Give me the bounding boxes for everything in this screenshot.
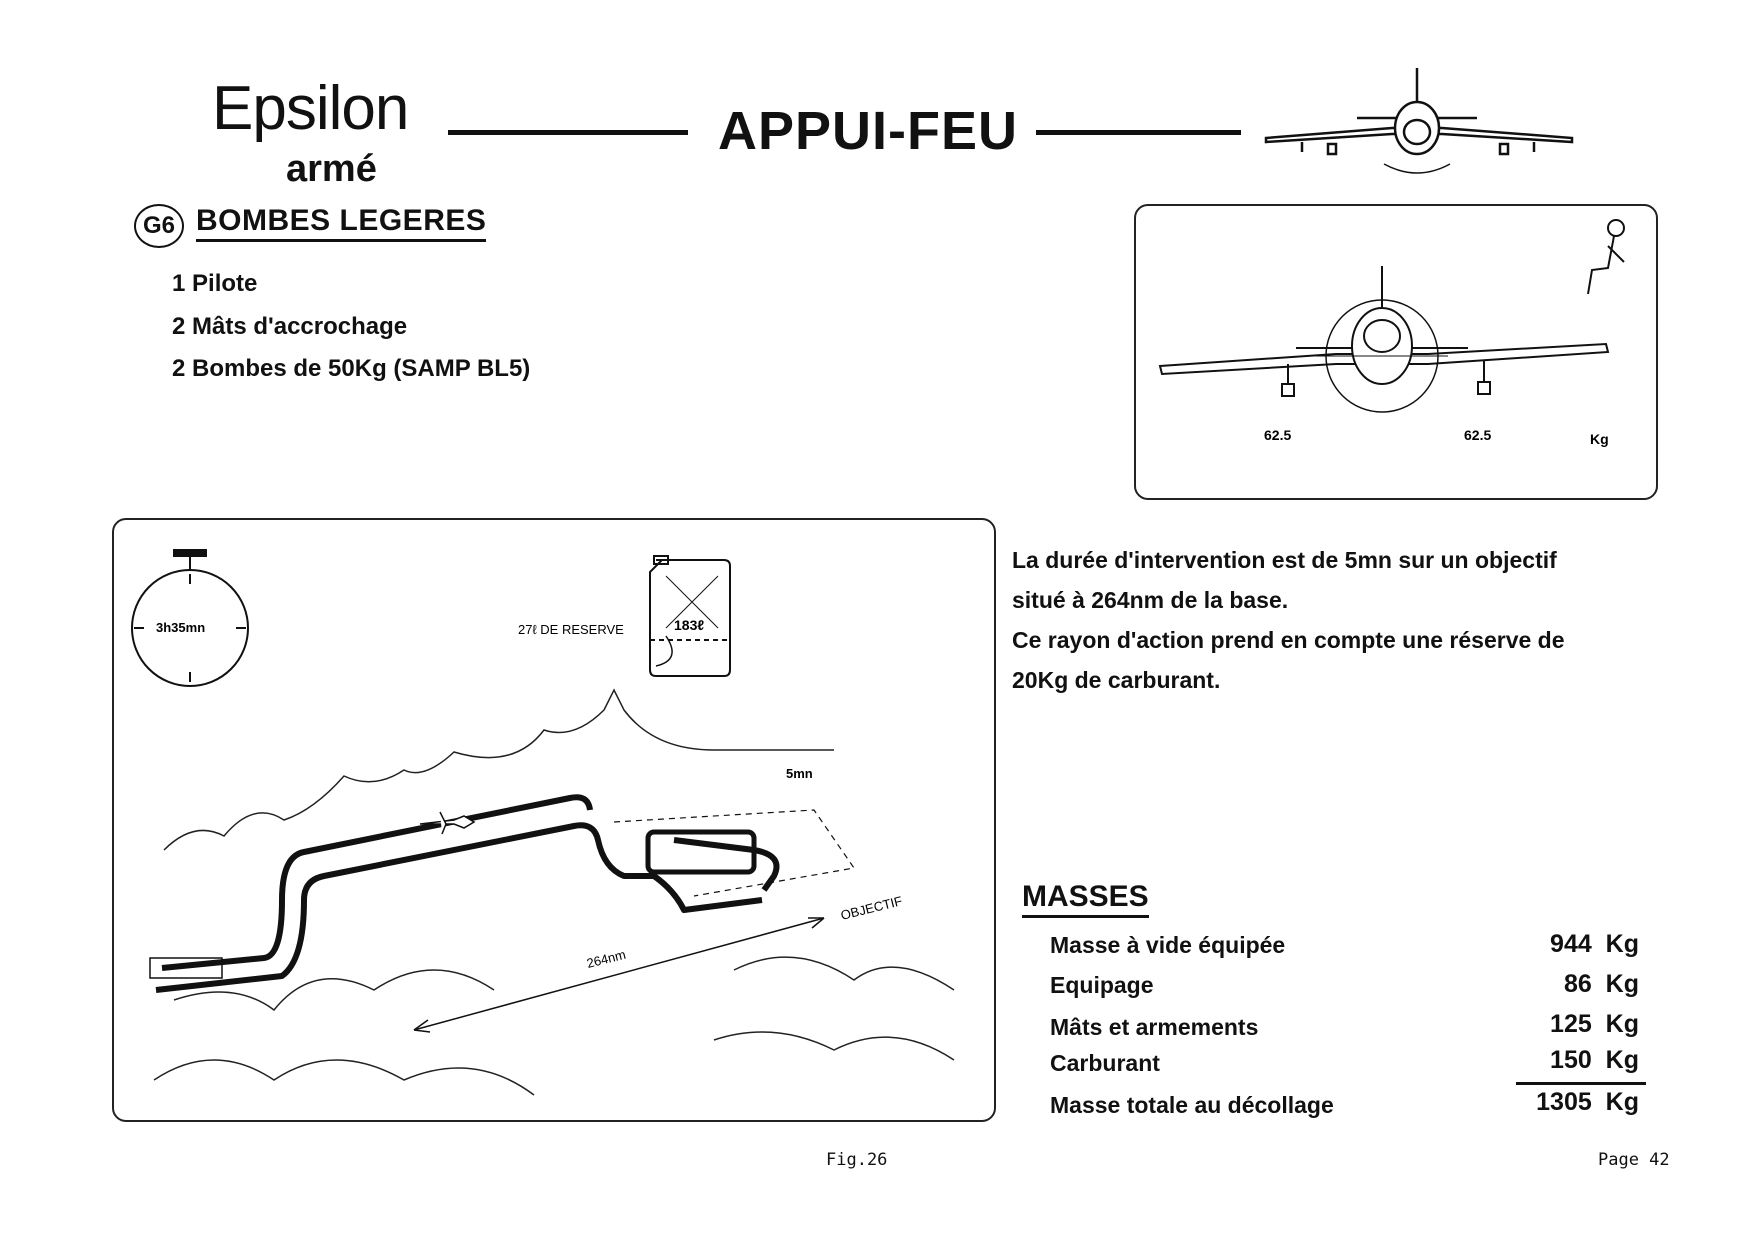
mission-description: La durée d'intervention est de 5mn sur u…	[1012, 540, 1652, 700]
mass-row-value: 86 Kg	[1563, 970, 1639, 998]
section-code-badge: G6	[134, 204, 184, 248]
objective-label: OBJECTIF	[839, 893, 904, 923]
mission-profile-diagram: 3h35mn 183ℓ 27ℓ DE RESERVE	[131, 549, 955, 1096]
equipment-item: 2 Bombes de 50Kg (SAMP BL5)	[172, 355, 531, 382]
total-rule	[1516, 1082, 1646, 1085]
mass-row-label: Carburant	[1050, 1050, 1160, 1076]
load-diagram-panel: 62.5 62.5 Kg	[1134, 204, 1658, 500]
mission-time-label: 3h35mn	[156, 620, 205, 635]
mass-row-value: 944 Kg	[1550, 930, 1639, 958]
description-line: 20Kg de carburant.	[1012, 667, 1221, 693]
reserve-label: 27ℓ DE RESERVE	[518, 622, 624, 637]
page-number: Page 42	[1598, 1150, 1670, 1170]
flight-track	[155, 794, 780, 993]
mass-total-label: Masse totale au décollage	[1050, 1092, 1334, 1118]
masses-title: MASSES	[1022, 880, 1149, 918]
mass-row-value: 125 Kg	[1550, 1010, 1639, 1038]
right-load-label: 62.5	[1464, 427, 1491, 443]
time-on-target-label: 5mn	[786, 766, 813, 781]
load-unit-label: Kg	[1590, 431, 1609, 447]
figure-label: Fig.26	[826, 1150, 888, 1170]
page-title: APPUI-FEU	[718, 101, 1019, 161]
mass-row-label: Mâts et armements	[1050, 1014, 1259, 1040]
mass-total-value: 1305 Kg	[1536, 1088, 1639, 1116]
brand-name: Epsilon	[212, 74, 409, 143]
mission-profile-panel: 3h35mn 183ℓ 27ℓ DE RESERVE	[112, 518, 996, 1122]
section-title: BOMBES LEGERES	[196, 204, 487, 242]
aircraft-icon	[419, 811, 476, 835]
mass-row-label: Masse à vide équipée	[1050, 932, 1286, 958]
description-line: situé à 264nm de la base.	[1012, 587, 1289, 613]
airplane-front-icon	[1264, 68, 1574, 174]
tank-capacity-label: 183ℓ	[674, 617, 704, 633]
left-load-label: 62.5	[1264, 427, 1291, 443]
header-rule-right	[1036, 130, 1241, 135]
distance-label: 264nm	[585, 947, 627, 971]
equipment-item: 2 Mâts d'accrochage	[172, 313, 408, 340]
mass-row-value: 150 Kg	[1550, 1046, 1639, 1074]
description-line: Ce rayon d'action prend en compte une ré…	[1012, 627, 1565, 653]
mass-row-label: Equipage	[1050, 972, 1154, 998]
description-line: La durée d'intervention est de 5mn sur u…	[1012, 547, 1557, 573]
brand-subtitle: armé	[286, 148, 377, 190]
stopwatch-icon	[131, 549, 249, 687]
fuel-can-icon	[649, 555, 731, 677]
aircraft-load-diagram: 62.5 62.5 Kg	[1158, 219, 1625, 447]
header-rule-left	[448, 130, 688, 135]
equipment-item: 1 Pilote	[172, 270, 258, 297]
